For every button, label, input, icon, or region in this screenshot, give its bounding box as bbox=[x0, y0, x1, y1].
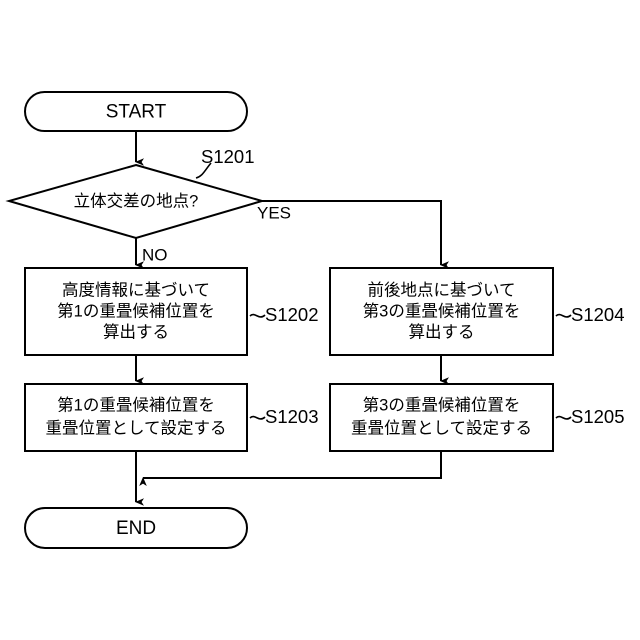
s1204-line-2: 第3の重畳候補位置を bbox=[363, 301, 521, 320]
end-label: END bbox=[116, 518, 156, 539]
s1204-line-1: 前後地点に基づいて bbox=[367, 280, 515, 299]
s1203-line-1: 第1の重畳候補位置を bbox=[57, 395, 215, 414]
node-s1204: 前後地点に基づいて 第3の重畳候補位置を 算出する bbox=[329, 267, 554, 356]
end-terminator-shape bbox=[24, 507, 248, 549]
leader-line-s1205 bbox=[555, 415, 572, 420]
node-s1205: 第3の重畳候補位置を 重畳位置として設定する bbox=[329, 383, 554, 452]
node-end: END bbox=[24, 507, 248, 549]
leader-line-s1204 bbox=[555, 313, 572, 318]
step-id-s1201: S1201 bbox=[201, 146, 255, 167]
branch-label-no: NO bbox=[142, 245, 168, 264]
s1203-box-shape bbox=[24, 383, 248, 452]
s1205-line-1: 第3の重畳候補位置を bbox=[363, 395, 521, 414]
leader-line-s1202 bbox=[249, 313, 266, 318]
step-id-s1205: S1205 bbox=[571, 406, 625, 427]
s1202-box-shape bbox=[24, 267, 248, 356]
node-start: START bbox=[24, 91, 248, 132]
step-id-s1202: S1202 bbox=[265, 304, 319, 325]
leader-line-s1203 bbox=[249, 415, 266, 420]
s1203-line-2: 重畳位置として設定する bbox=[45, 418, 226, 437]
s1205-line-2: 重畳位置として設定する bbox=[351, 418, 532, 437]
decision-label: 立体交差の地点? bbox=[74, 191, 199, 210]
node-decision: 立体交差の地点? bbox=[5, 163, 266, 240]
s1204-line-3: 算出する bbox=[409, 322, 475, 341]
step-id-s1203: S1203 bbox=[265, 406, 319, 427]
s1202-line-2: 第1の重畳候補位置を bbox=[57, 301, 215, 320]
node-s1203: 第1の重畳候補位置を 重畳位置として設定する bbox=[24, 383, 248, 452]
connector-s1205-merge bbox=[139, 451, 442, 486]
s1202-line-3: 算出する bbox=[103, 322, 169, 341]
leader-line-s1201 bbox=[195, 162, 212, 179]
connector-yes-to-s1204 bbox=[262, 200, 449, 269]
s1205-box-shape bbox=[329, 383, 554, 452]
step-id-s1204: S1204 bbox=[571, 304, 625, 325]
start-label: START bbox=[106, 102, 167, 123]
s1202-line-1: 高度情報に基づいて bbox=[62, 280, 210, 299]
branch-label-yes: YES bbox=[257, 203, 291, 222]
node-s1202: 高度情報に基づいて 第1の重畳候補位置を 算出する bbox=[24, 267, 248, 356]
